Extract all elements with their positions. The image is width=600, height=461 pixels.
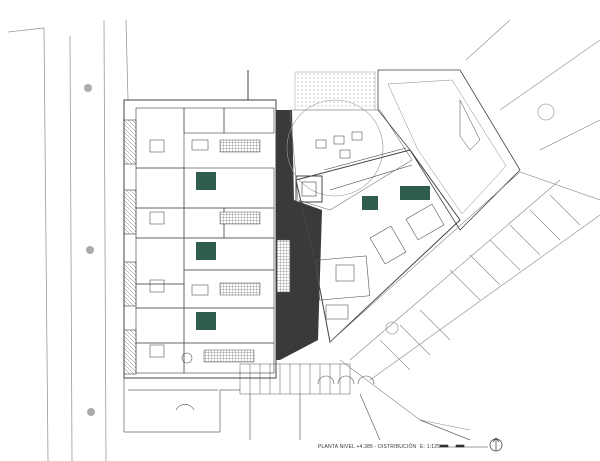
street-tree [84, 84, 92, 92]
tree [385, 321, 399, 335]
tree [537, 103, 555, 121]
balconies [123, 119, 137, 375]
stair-cores [196, 172, 430, 330]
north-east-plot [377, 69, 521, 231]
furniture [149, 139, 209, 364]
central-courtyard [276, 110, 322, 360]
entrance-stairs [239, 363, 351, 395]
entrance-arches [317, 375, 375, 385]
lower-plot [123, 378, 471, 441]
scale-bar [439, 444, 488, 448]
kitchen-strips [203, 139, 261, 363]
street-tree [86, 246, 94, 254]
street-lines-ne [465, 19, 600, 151]
east-units [316, 203, 445, 320]
stair-tower [295, 175, 323, 203]
north-arrow-icon [489, 437, 503, 452]
west-units [135, 107, 275, 374]
light-well [276, 239, 291, 293]
east-block [295, 147, 461, 343]
drawing-title: PLANTA NIVEL +4.385 - DISTRIBUCIÓN [318, 444, 417, 450]
street-lines [7, 19, 129, 461]
scale-label: E: 1:125 [420, 444, 441, 450]
street-tree [87, 408, 95, 416]
garden [286, 71, 413, 211]
